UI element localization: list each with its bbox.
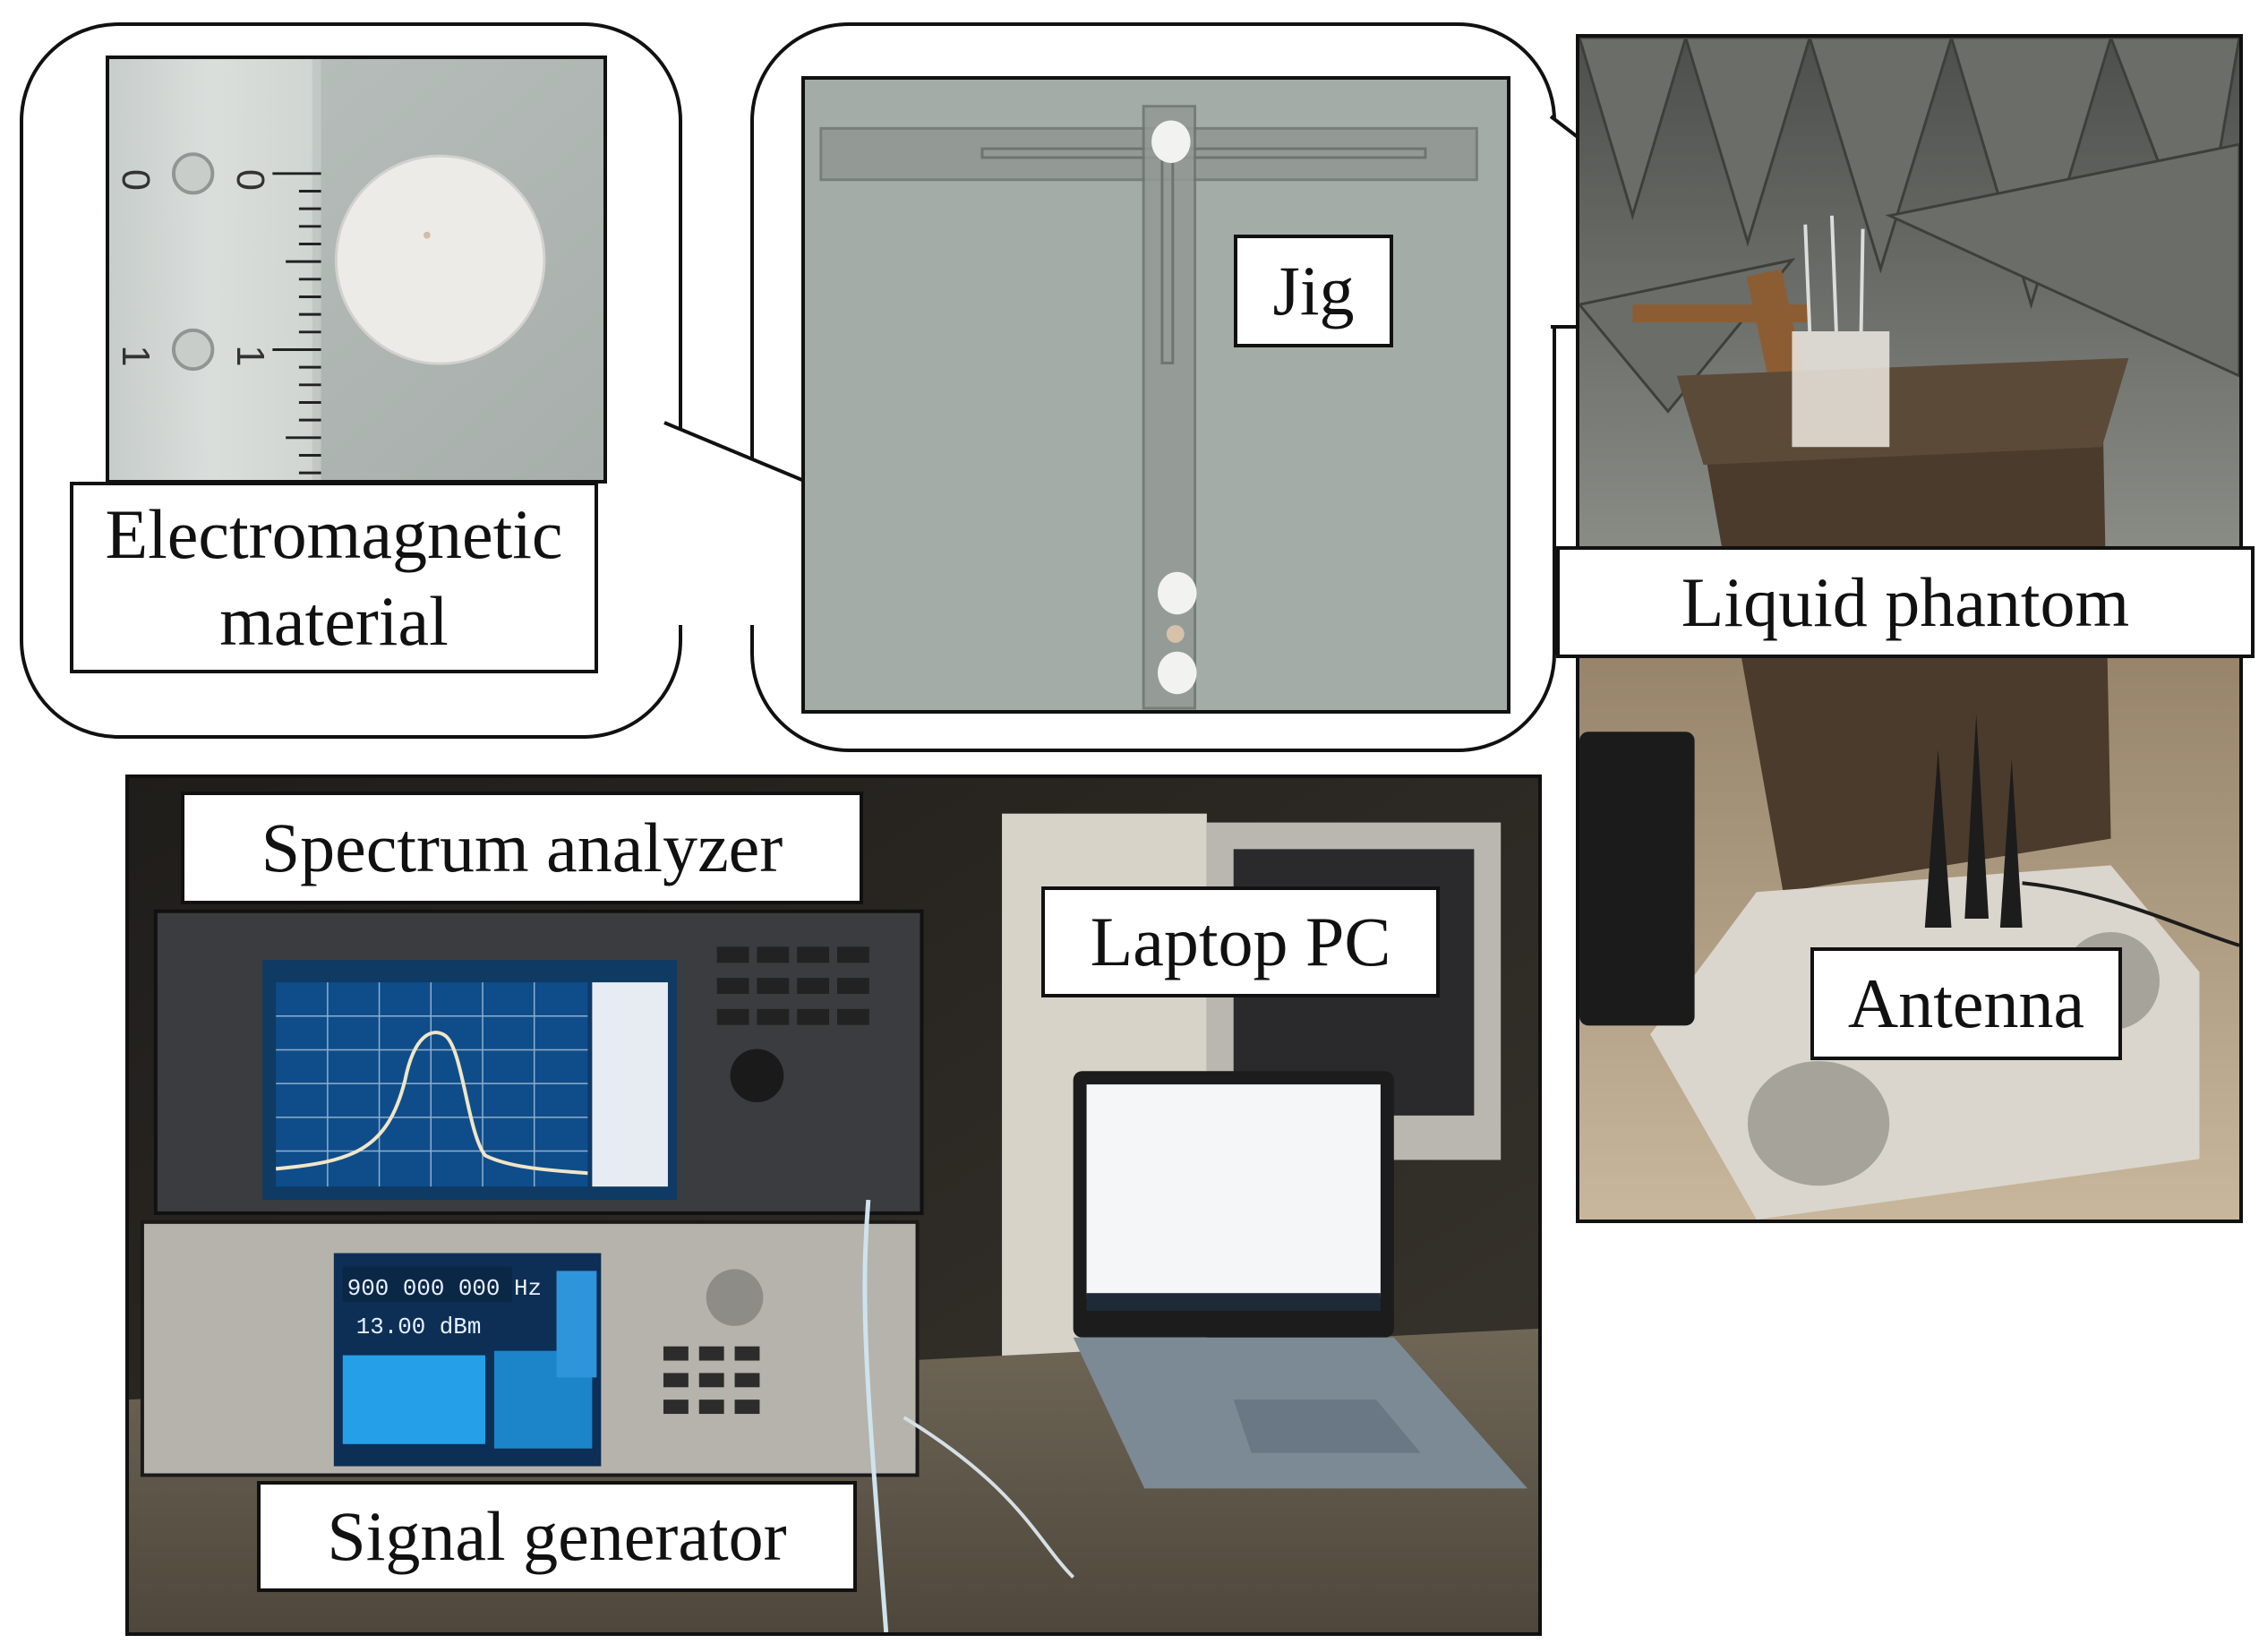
liquid-phantom-label: Liquid phantom (1556, 546, 2255, 658)
ruler-mark-0-right: 0 (228, 169, 271, 191)
jig-label: Jig (1234, 235, 1393, 347)
em-material-label-line2: material (219, 582, 449, 660)
signal-generator-frequency: 900 000 000 Hz (347, 1276, 542, 1302)
signal-generator-label-text: Signal generator (327, 1497, 787, 1576)
ruler-mark-1-right: 1 (228, 346, 271, 367)
em-material-photo: 0 1 0 1 (106, 56, 607, 484)
laptop-pc-label-text: Laptop PC (1090, 903, 1391, 981)
spectrum-analyzer-label: Spectrum analyzer (181, 792, 863, 904)
spectrum-analyzer-label-text: Spectrum analyzer (261, 809, 783, 887)
em-material-label-line1: Electromagnetic (105, 494, 563, 573)
ruler-mark-0-left: 0 (114, 169, 157, 191)
antenna-label-text: Antenna (1847, 964, 2085, 1043)
ruler-mark-1-left: 1 (114, 346, 157, 367)
laptop-pc-label: Laptop PC (1041, 886, 1440, 997)
signal-generator-level: 13.00 dBm (356, 1314, 482, 1340)
antenna-label: Antenna (1810, 947, 2122, 1060)
signal-generator-label: Signal generator (257, 1481, 857, 1592)
jig-label-text: Jig (1272, 252, 1355, 330)
liquid-phantom-label-text: Liquid phantom (1681, 562, 2130, 641)
jig-photo (801, 76, 1510, 714)
em-material-label: Electromagnetic material (70, 482, 598, 673)
em-material-disc (334, 154, 546, 365)
